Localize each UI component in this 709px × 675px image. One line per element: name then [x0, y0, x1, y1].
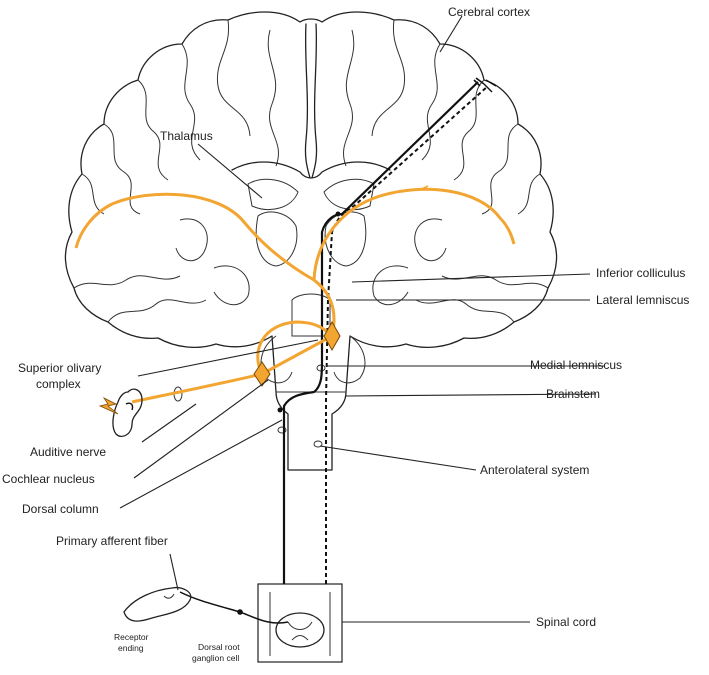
leader-cochlear-nucleus [133, 379, 269, 479]
label-drg-line1: Dorsal root [198, 642, 240, 652]
anterolateral-nucleus [313, 440, 323, 448]
gyrus-r2 [421, 43, 441, 161]
longitudinal-fissure [304, 23, 311, 179]
anterolateral-termination [483, 79, 497, 93]
cortical-termination [473, 77, 485, 87]
brain-outline [64, 11, 558, 471]
longitudinal-fissure-right [311, 23, 318, 179]
right-ventricle [323, 178, 375, 210]
label-drg-line2: ganglion cell [192, 653, 239, 663]
gyrus-r7 [415, 299, 515, 323]
leader-dorsal-column [119, 419, 283, 509]
label-cochlear-nucleus: Cochlear nucleus [2, 472, 95, 486]
dorsal-column-nucleus [277, 426, 287, 434]
ear-icon [98, 388, 143, 438]
pons-right [333, 335, 366, 384]
gyrus-l2 [181, 43, 201, 161]
auditory-pathway [74, 185, 516, 404]
label-primary-afferent-fiber: Primary afferent fiber [56, 534, 168, 548]
leader-lines [119, 15, 604, 623]
spinal-cord-section [257, 583, 343, 663]
label-spinal-cord: Spinal cord [536, 615, 596, 629]
left-auditory-radiation [74, 192, 336, 337]
peripheral-fiber [123, 586, 289, 624]
dorsal-column-tract [282, 81, 479, 584]
finger-outline [123, 586, 192, 622]
fingernail [163, 593, 175, 599]
gyrus-l3 [137, 79, 169, 181]
dorsal-root-ganglion [237, 609, 243, 615]
spinal-cord-grey-matter [287, 621, 313, 641]
label-medial-lemniscus: Medial lemniscus [530, 358, 622, 372]
label-inferior-colliculus: Inferior colliculus [596, 266, 685, 280]
afferent-fiber [179, 591, 289, 624]
olivary-projection [261, 334, 333, 376]
leader-anterolateral [319, 445, 477, 471]
right-auditory-radiation [312, 187, 516, 281]
label-brainstem: Brainstem [546, 387, 600, 401]
anterolateral-tract [325, 85, 489, 584]
contralateral-loop [256, 320, 334, 375]
gyrus-r4 [481, 123, 519, 215]
gyrus-l1 [216, 19, 251, 137]
thalamic-relay [335, 211, 341, 217]
label-lateral-lemniscus: Lateral lemniscus [596, 293, 689, 307]
label-receptor-line2: ending [118, 643, 144, 653]
gyrus-r8 [343, 29, 355, 167]
temporal-right [372, 265, 409, 306]
gyrus-l6 [73, 275, 181, 289]
label-superior-olivary-line1: Superior olivary [18, 361, 101, 375]
left-ventricle [247, 178, 299, 210]
leader-brainstem [345, 393, 597, 397]
corpus-callosum [231, 161, 391, 179]
cochlear-nucleus-diamond [253, 361, 271, 387]
gyrus-r1 [371, 19, 406, 137]
leader-superior-olivary [137, 339, 319, 377]
temporal-left [213, 265, 250, 306]
leader-thalamus [197, 143, 263, 199]
gyrus-l5 [81, 173, 105, 215]
spinal-cord-outline [275, 612, 325, 648]
label-receptor-line1: Receptor [114, 632, 149, 642]
gyrus-l7 [107, 299, 207, 323]
label-thalamus: Thalamus [160, 129, 213, 143]
label-cerebral-cortex: Cerebral cortex [448, 5, 530, 19]
anterolateral-pathway [325, 79, 497, 584]
leader-cerebral-cortex [439, 15, 463, 53]
label-anterolateral-system: Anterolateral system [480, 463, 589, 477]
right-insula [414, 218, 447, 262]
sound-wave-icon [98, 396, 119, 415]
gyrus-r3 [453, 79, 485, 181]
spinal-cord-box [257, 583, 343, 663]
ear-outline [112, 388, 143, 438]
gyrus-l8 [267, 29, 279, 167]
gyrus-l4 [103, 123, 141, 215]
leader-primary-afferent [169, 553, 179, 591]
olivary-diamond [323, 320, 341, 352]
left-insula [175, 218, 208, 262]
label-superior-olivary-line2: complex [36, 377, 81, 391]
label-dorsal-column: Dorsal column [22, 502, 99, 516]
leader-inferior-colliculus [351, 273, 591, 283]
labels: Cerebral cortex Thalamus Inferior collic… [2, 5, 689, 663]
gyrus-r5 [517, 173, 541, 215]
ear-canal [125, 402, 134, 411]
thalamus-left [255, 211, 298, 267]
leader-auditive-nerve [141, 403, 197, 443]
spinal-cord-guides [269, 592, 331, 656]
dorsal-column-relay [277, 407, 283, 413]
label-auditive-nerve: Auditive nerve [30, 445, 106, 459]
dorsal-column-pathway [277, 77, 485, 584]
auditory-tick [419, 185, 429, 191]
auditory-nerve-tract [131, 372, 263, 404]
